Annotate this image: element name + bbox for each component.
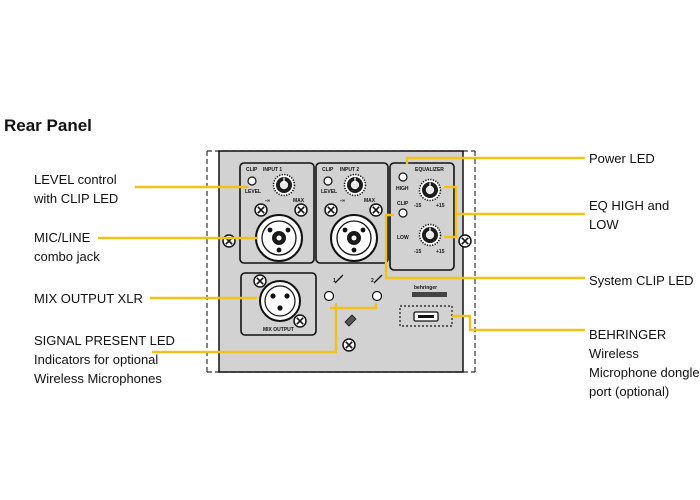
eq-low-plus-label: +15	[436, 249, 445, 255]
input-1-combo-jack-icon	[255, 214, 303, 262]
eq-high-plus-label: +15	[436, 203, 445, 209]
system-clip-led-icon	[398, 208, 408, 218]
leader-signal	[152, 303, 378, 354]
screw-icon	[294, 203, 308, 217]
screw-icon	[369, 203, 383, 217]
panel-screw-bottom-icon	[342, 338, 356, 352]
signal-ch1-label: 1	[333, 278, 336, 284]
input-2-max-label: MAX	[364, 198, 376, 204]
callout-mix-output: MIX OUTPUT XLR	[34, 291, 143, 306]
input-2-clip-label: CLIP	[322, 167, 334, 173]
eq-high-knob	[418, 178, 442, 202]
system-clip-label: CLIP	[397, 201, 409, 207]
input-2-level-knob	[343, 173, 367, 197]
callout-power-led: Power LED	[589, 151, 655, 166]
eq-low-knob	[418, 223, 442, 247]
signal-led-2-icon	[371, 290, 383, 302]
page-title: Rear Panel	[4, 116, 92, 135]
input-1-clip-label: CLIP	[246, 167, 258, 173]
screw-icon	[324, 203, 338, 217]
mic-icon	[373, 274, 383, 284]
input-1-level-label: LEVEL	[245, 189, 261, 195]
dongle-port-module: behringer	[399, 285, 453, 327]
screw-icon	[254, 203, 268, 217]
screw-icon	[253, 274, 267, 288]
eq-low-minus-label: -15	[414, 249, 421, 255]
callout-mic-line-jack: MIC/LINE combo jack	[34, 230, 100, 264]
leader-dongle	[452, 314, 585, 332]
mix-output-module: MIX OUTPUT	[240, 272, 317, 336]
callout-system-clip: System CLIP LED	[589, 273, 694, 288]
equalizer-module: EQUALIZER HIGH -15 +15 CLIP LOW -15 +15	[389, 162, 455, 271]
brand-label: behringer	[414, 285, 437, 291]
leader-power	[405, 156, 585, 164]
mic-icon	[334, 274, 344, 284]
callout-level-control: LEVEL control with CLIP LED	[34, 172, 119, 206]
signal-present-leds: 1 2	[323, 274, 383, 327]
callout-leaders	[98, 156, 585, 354]
wireless-mic-icon	[344, 314, 357, 327]
signal-led-1-icon	[323, 290, 335, 302]
mix-output-label: MIX OUTPUT	[263, 327, 294, 333]
input-2-label: INPUT 2	[340, 167, 359, 173]
input-2-clip-led-icon	[323, 176, 333, 186]
input-1-module: INPUT 1 CLIP LEVEL -∞ MAX	[239, 162, 315, 264]
input-1-level-knob	[272, 173, 296, 197]
power-led-icon	[398, 172, 408, 182]
input-2-module: INPUT 2 CLIP LEVEL -∞ MAX	[315, 162, 389, 264]
leader-eq	[444, 185, 585, 239]
callout-dongle-port: BEHRINGER Wireless Microphone dongle por…	[589, 327, 700, 399]
input-1-clip-led-icon	[247, 176, 257, 186]
input-2-min-label: -∞	[340, 198, 346, 204]
leader-sysclip	[384, 213, 585, 280]
input-2-level-label: LEVEL	[321, 189, 337, 195]
signal-ch2-label: 2	[371, 278, 374, 284]
input-2-combo-jack-icon	[330, 214, 378, 262]
eq-low-label: LOW	[397, 235, 409, 241]
panel-screw-right-icon	[458, 234, 472, 248]
input-1-max-label: MAX	[293, 198, 305, 204]
eq-high-label: HIGH	[396, 186, 409, 192]
callout-eq-high-low: EQ HIGH and LOW	[589, 198, 670, 232]
callout-signal-present: SIGNAL PRESENT LED Indicators for option…	[34, 333, 175, 386]
screw-icon	[293, 314, 307, 328]
eq-high-minus-label: -15	[414, 203, 421, 209]
input-1-min-label: -∞	[265, 198, 271, 204]
equalizer-label: EQUALIZER	[415, 167, 444, 173]
input-1-label: INPUT 1	[263, 167, 282, 173]
